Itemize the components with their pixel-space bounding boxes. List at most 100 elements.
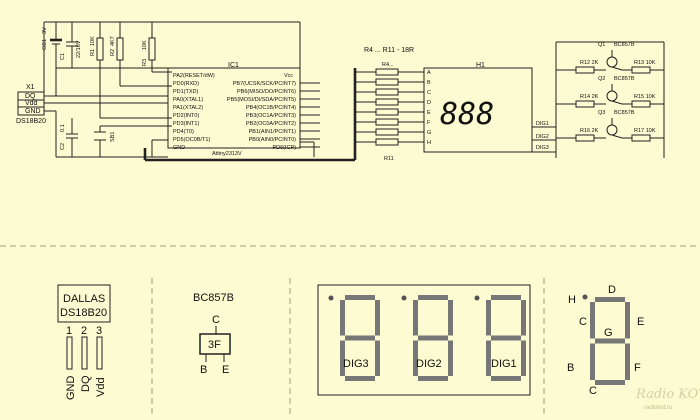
- svg-text:radiokot.ru: radiokot.ru: [644, 405, 672, 411]
- segment: [595, 338, 625, 344]
- sensor-model: DS18B20: [60, 307, 107, 319]
- connector-pin-vdd: Vdd: [25, 100, 38, 107]
- decimal-point: [474, 295, 480, 301]
- svg-text:1: 1: [66, 325, 72, 337]
- svg-text:H: H: [568, 294, 576, 306]
- capacitor-c1: C1 22/16V: [60, 22, 82, 68]
- svg-text:E: E: [637, 316, 644, 328]
- segment: [521, 300, 526, 336]
- mcu-ref: IC1: [228, 62, 239, 69]
- rb-label: R12 2K: [580, 60, 599, 66]
- transistor-body: [199, 333, 231, 355]
- connector-pin-dq: DQ: [25, 93, 36, 100]
- svg-text:10K: 10K: [142, 40, 148, 50]
- transistor-marking: 3F: [208, 339, 221, 351]
- segment: [448, 340, 453, 376]
- sensor-pinout: DALLAS DS18B20 1 2 3 GND DQ Vdd: [57, 284, 111, 400]
- segment: [345, 376, 375, 381]
- segment: [491, 376, 521, 381]
- segment: [418, 335, 448, 341]
- mcu-left-pin: PA1(XTAL2): [173, 105, 203, 111]
- mcu-right-pin: PB4(OC1B/PCINT4): [246, 105, 296, 111]
- display-dig3-label: DIG3: [343, 358, 369, 370]
- svg-text:R3: R3: [142, 59, 148, 66]
- transistor-part: BC857B: [193, 292, 234, 304]
- rc-label: R15 10K: [634, 94, 656, 100]
- connector-pin-gnd: GND: [25, 108, 41, 115]
- svg-text:R4...: R4...: [382, 62, 394, 68]
- display-outline: [317, 284, 531, 396]
- segment: [486, 300, 491, 336]
- svg-text:F: F: [634, 362, 641, 374]
- display-pin: D: [427, 100, 431, 106]
- array-resistor: [375, 88, 399, 96]
- decimal-point: [401, 295, 407, 301]
- segment: [413, 300, 418, 336]
- array-resistor: [375, 68, 399, 76]
- array-resistor: [375, 138, 399, 146]
- c1-ref: C1: [60, 53, 66, 60]
- mcu-right-pin: PB0(AIN0/PCINT0): [249, 137, 297, 143]
- svg-text:4K7: 4K7: [110, 36, 116, 46]
- display-pin: H: [427, 140, 431, 146]
- decimal-point: [328, 295, 334, 301]
- resistor-r2: R2 4K7: [110, 22, 124, 86]
- gb1-value: 3V: [42, 27, 48, 34]
- segment: [625, 343, 630, 380]
- display-pin: F: [427, 120, 431, 126]
- segment: [340, 340, 345, 376]
- transistor-pinout: BC857B C 3F B E: [193, 292, 234, 376]
- battery-gb1: GB1 3V: [42, 22, 62, 68]
- sensor-pin-vdd: Vdd: [95, 377, 107, 397]
- decimal-point: [582, 294, 588, 300]
- display-pin: B: [427, 80, 431, 86]
- seven-seg-digit: [413, 295, 453, 381]
- display-body: [423, 67, 533, 153]
- seven-seg-digit: [486, 295, 526, 381]
- capacitor-c2: C2 0.1: [60, 118, 78, 157]
- display-dig1-label: DIG1: [491, 358, 517, 370]
- c1-value: 22/16V: [76, 40, 82, 58]
- array-resistor: [375, 118, 399, 126]
- svg-text:DIG1: DIG1: [536, 121, 549, 127]
- segment: [418, 376, 448, 381]
- svg-text:Vcc: Vcc: [284, 73, 293, 79]
- array-resistor: [375, 108, 399, 116]
- svg-text:0.1: 0.1: [60, 124, 66, 132]
- array-resistor: [375, 128, 399, 136]
- svg-text:3: 3: [96, 325, 102, 337]
- segment: [491, 295, 521, 300]
- mcu-right-pin: PD6(ICP): [272, 145, 296, 151]
- svg-text:E: E: [222, 364, 229, 376]
- display-dig2-label: DIG2: [416, 358, 442, 370]
- mcu-body: [167, 67, 301, 149]
- segment: [625, 302, 630, 339]
- rc-label: R13 10K: [634, 60, 656, 66]
- mcu-left-pin: PD4(T0): [173, 129, 194, 135]
- segment-map: D E F C B C H G: [567, 284, 644, 397]
- svg-text:B: B: [200, 364, 207, 376]
- svg-text:H1: H1: [476, 62, 485, 69]
- mcu-left-pin: PD2(INT0): [173, 113, 199, 119]
- segment: [413, 340, 418, 376]
- mcu-right-pin: PB5(MOSI/DI/SDA/PCINT5): [227, 97, 296, 103]
- sensor-body: [57, 284, 111, 323]
- mcu-part: Attiny2313V: [212, 151, 242, 157]
- connector-x1: X1 DQ Vdd GND DS18B20: [16, 84, 46, 125]
- mcu-right-pin: PB6(MISO/DO/PCINT6): [237, 89, 296, 95]
- mcu-right-pin: PB2(OC0A/PCINT2): [246, 121, 296, 127]
- segment: [590, 343, 595, 380]
- mcu-right-pin: PB3(OC1A/PCINT3): [246, 113, 296, 119]
- segment: [345, 335, 375, 341]
- sensor-pin-dq: DQ: [80, 375, 92, 392]
- display-pinout: DIG3 DIG2 DIG1: [317, 284, 531, 396]
- display-pin: C: [427, 90, 431, 96]
- mcu-left-pins: PA2(RESET/dW)PD0(RXD)PD1(TXD)PA0(XTAL1)P…: [173, 73, 215, 151]
- segment: [590, 302, 595, 339]
- segment: [448, 300, 453, 336]
- transistor-ref: Q1: [598, 42, 605, 48]
